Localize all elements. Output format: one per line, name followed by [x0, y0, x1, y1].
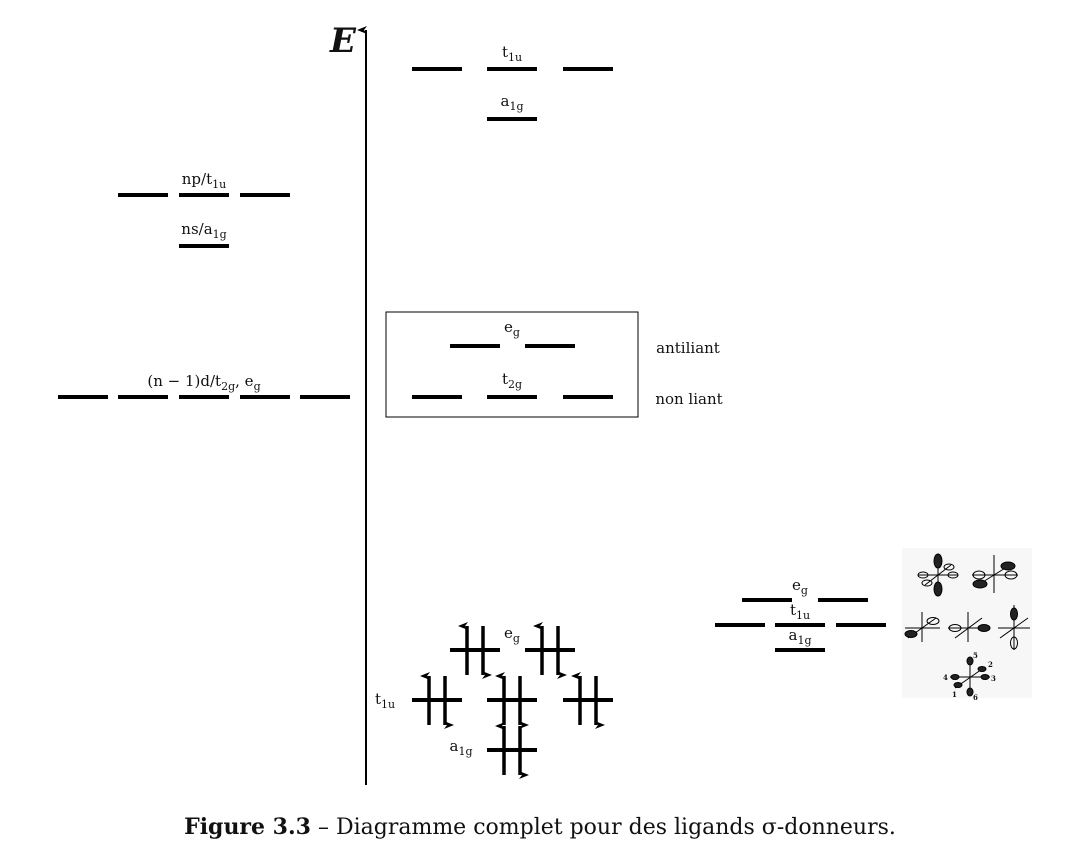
label-box-eg: eg: [504, 318, 520, 339]
orbital-number: 5: [973, 651, 978, 660]
label-np: np/t1u: [182, 170, 226, 191]
label-filled-eg: eg: [504, 624, 520, 645]
orbital-number: 3: [991, 674, 996, 683]
label-box-t2g: t2g: [502, 370, 522, 391]
orbital-number: 6: [973, 693, 978, 702]
orbital-number: 2: [988, 660, 993, 669]
label-ligand-t1u: t1u: [790, 601, 810, 622]
label-nd: (n − 1)d/t2g, eg: [147, 372, 260, 393]
label-top-t1u: t1u: [502, 43, 522, 64]
frontier-box: [385, 311, 639, 418]
label-ligand-eg: eg: [792, 576, 808, 597]
label-filled-a1g: a1g: [450, 737, 473, 758]
figure-caption: Figure 3.3 – Diagramme complet pour des …: [184, 814, 896, 840]
antibonding-label: antiliant: [656, 339, 720, 357]
energy-axis-label: E: [329, 21, 357, 61]
label-filled-t1u: t1u: [375, 690, 395, 711]
orbital-number: 1: [952, 690, 957, 699]
label-top-a1g: a1g: [501, 92, 524, 113]
nonbonding-label: non liant: [655, 390, 722, 408]
orbital-number: 4: [943, 673, 948, 682]
label-ligand-a1g: a1g: [789, 626, 812, 647]
label-ns: ns/a1g: [181, 220, 226, 241]
ligand-orbitals-picture: 1 2 3 4 5 6: [902, 548, 1032, 702]
